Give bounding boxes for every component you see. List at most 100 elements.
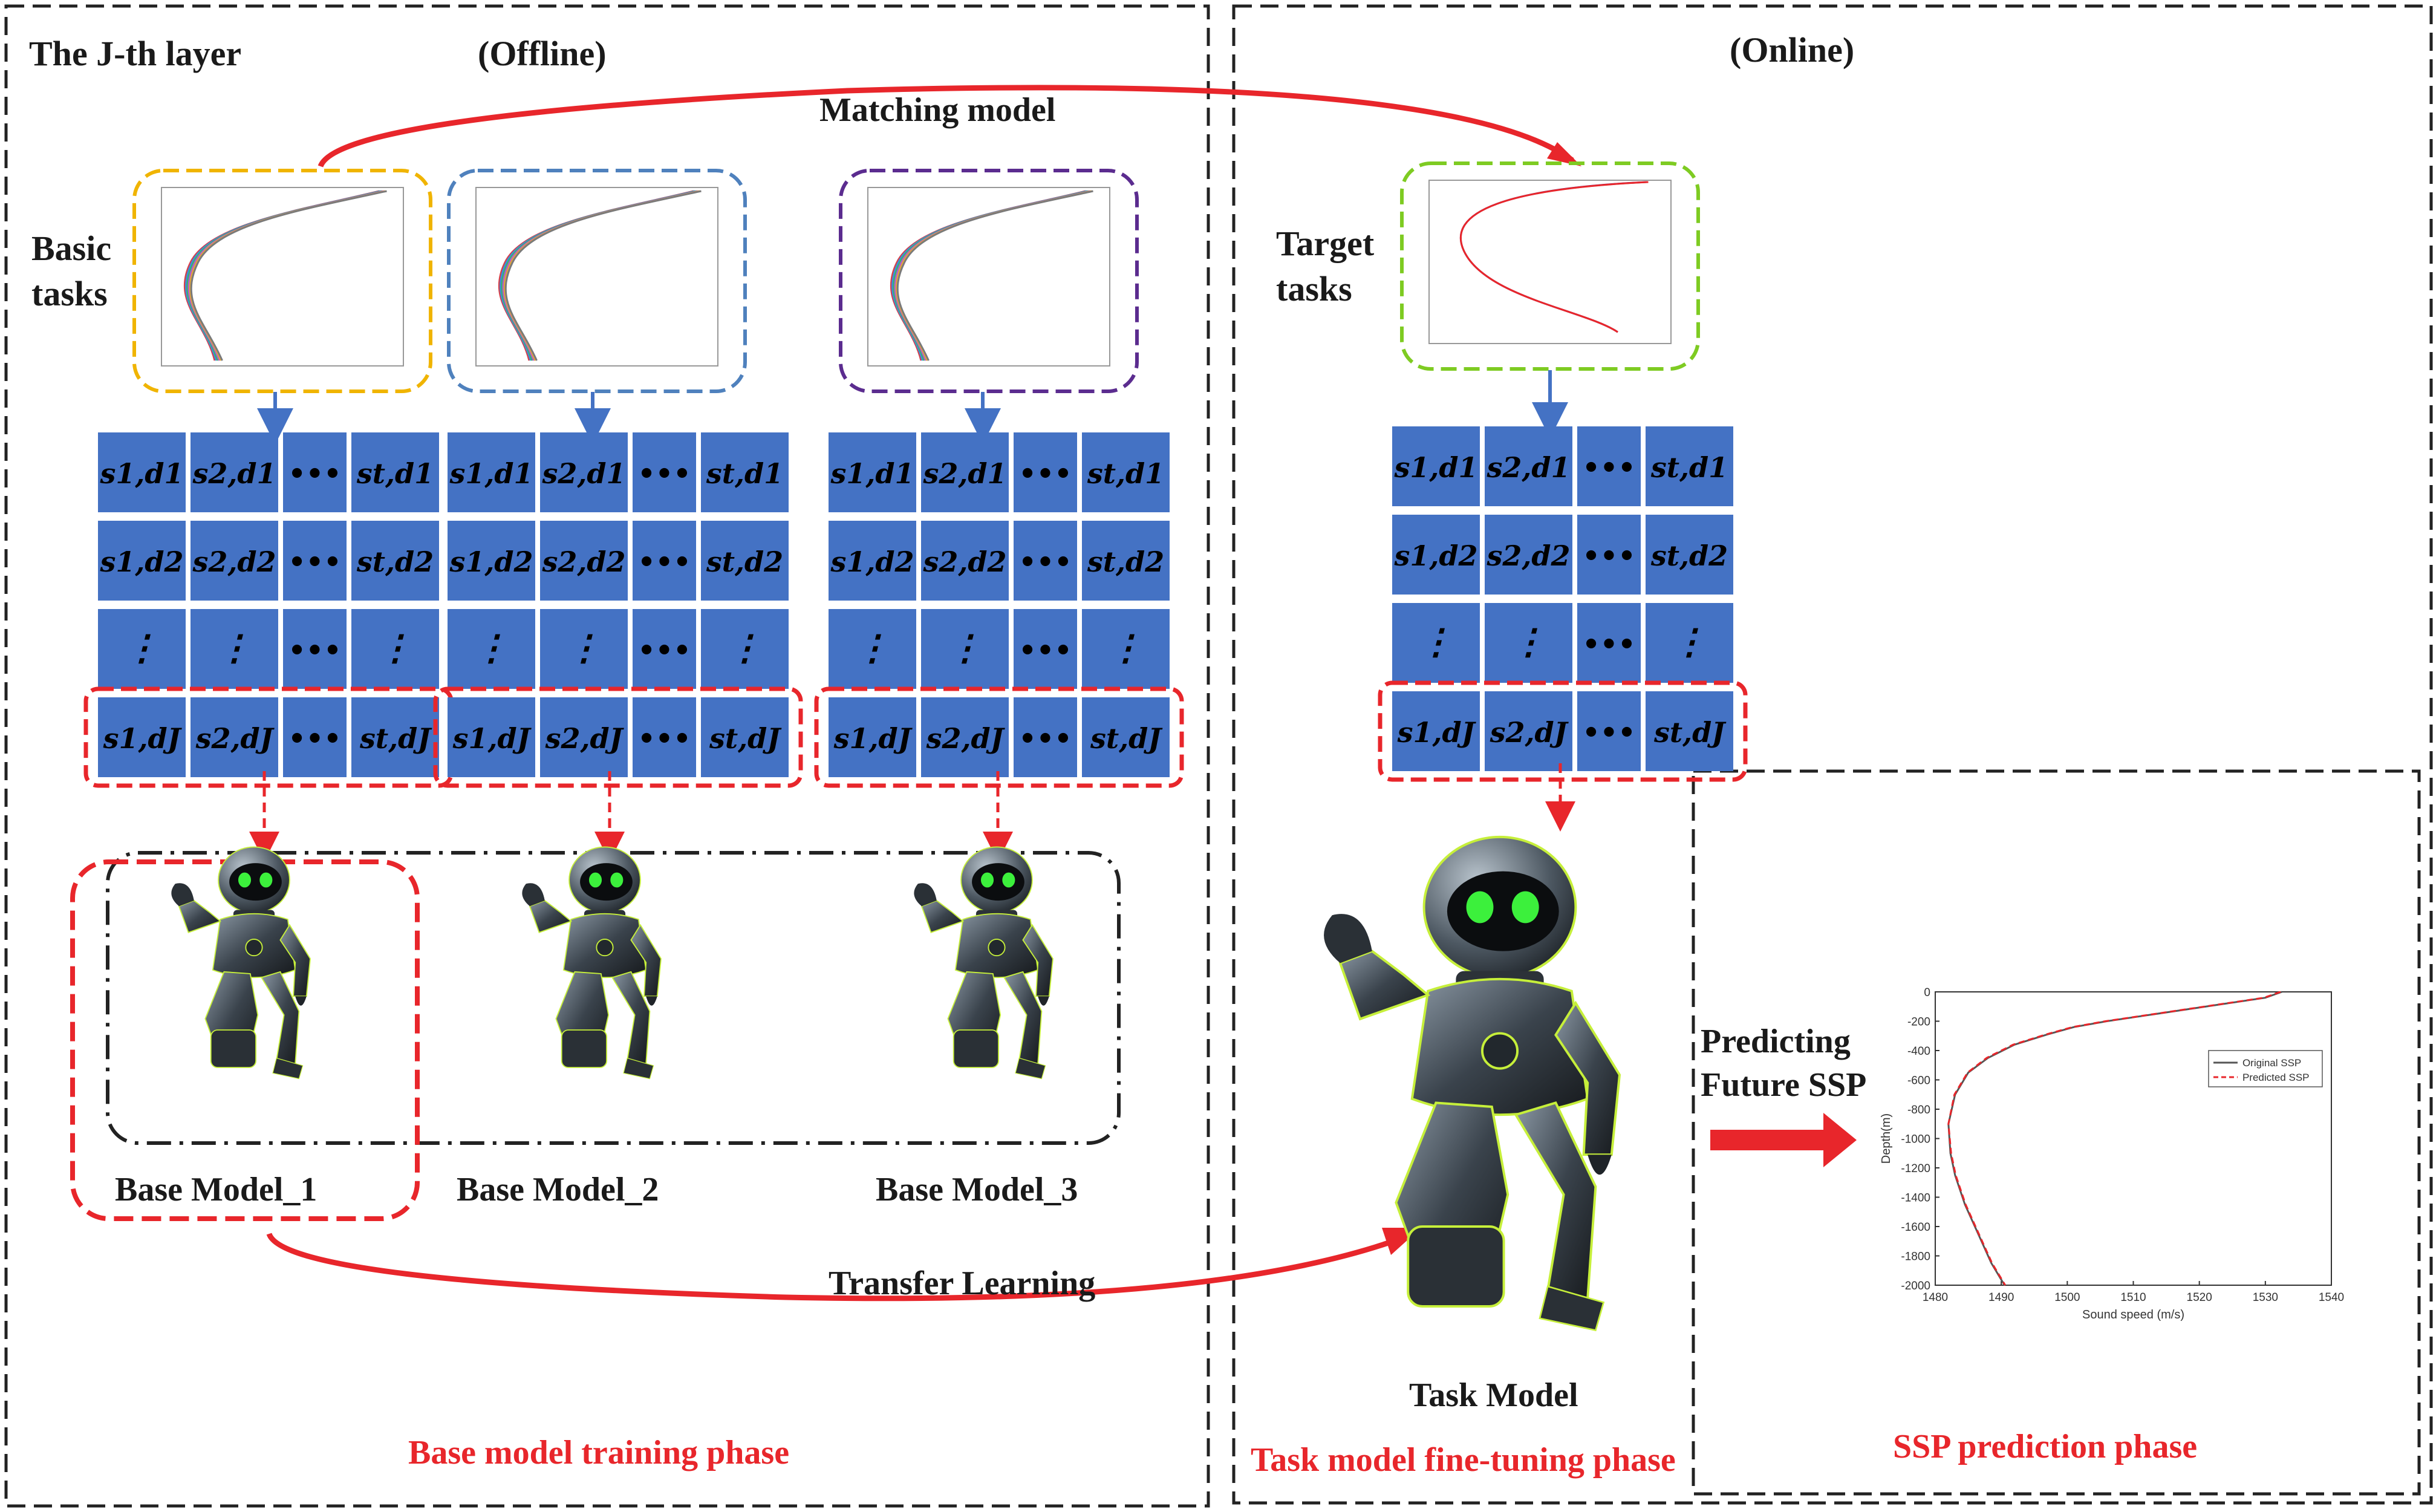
grid-cell <box>1485 515 1572 595</box>
grid-cell <box>1577 603 1641 683</box>
grid-cell <box>633 697 696 777</box>
grid-cell-label: s1,d2 <box>449 546 533 578</box>
grid-cell <box>701 432 789 512</box>
grid-cell-label: st,d1 <box>356 457 434 490</box>
base-training-phase-label: Base model training phase <box>408 1434 789 1471</box>
grid-cell-label: ••• <box>1018 546 1072 578</box>
grid-cell-label: ••• <box>1582 716 1635 749</box>
online-panel <box>1232 4 2433 1505</box>
grid-cell-label: s1,d1 <box>449 457 533 490</box>
legend-label: Original SSP <box>2242 1057 2301 1069</box>
matching-model-arrow <box>318 85 1574 168</box>
chart-legend <box>2208 1050 2323 1087</box>
grid-cell <box>701 521 789 601</box>
grid-cell <box>633 432 696 512</box>
grid-cell-label: s2,d2 <box>922 546 1006 578</box>
grid-cell <box>191 697 278 777</box>
grid-cell-label: s2,dJ <box>195 722 275 755</box>
y-tick-label: -400 <box>1907 1045 1930 1058</box>
grid-cell-label: ⋮ <box>378 627 413 668</box>
grid-cell <box>1082 432 1170 512</box>
base-model-group-frame <box>106 851 1121 1145</box>
grid-cell <box>701 697 789 777</box>
target-tasks-label-2: tasks <box>1276 269 1352 308</box>
grid-cell-label: ••• <box>1018 457 1072 490</box>
predict-arrow <box>1710 1113 1857 1167</box>
basic-task-1-thumbnail <box>132 169 432 393</box>
grid-cell <box>351 521 439 601</box>
grid-cell <box>351 697 439 777</box>
predicting-label-1: Predicting <box>1701 1023 1851 1060</box>
online-label: (Online) <box>1730 30 1854 70</box>
grid-cell-label: st,d1 <box>1087 457 1164 490</box>
grid-cell-label: ⋮ <box>1672 621 1707 662</box>
grid-cell-label: ⋮ <box>217 627 252 668</box>
grid-cell <box>633 609 696 689</box>
y-tick-label: -1200 <box>1901 1162 1930 1175</box>
offline-label: (Offline) <box>478 34 607 73</box>
grid-cell <box>98 609 186 689</box>
grid-cell <box>1392 691 1480 771</box>
grid-cell <box>633 521 696 601</box>
base-model-2-label: Base Model_2 <box>457 1171 659 1208</box>
grid-cell-label: s1,d1 <box>99 457 183 490</box>
matching-model-label: Matching model <box>819 91 1055 129</box>
y-tick-label: -1400 <box>1901 1192 1930 1205</box>
legend-label: Predicted SSP <box>2242 1072 2310 1083</box>
target-task-thumbnail <box>1400 161 1700 371</box>
grid-cell <box>98 432 186 512</box>
base-model-3-label: Base Model_3 <box>876 1171 1078 1208</box>
grid-cell <box>1646 603 1733 683</box>
grid-cell-label: s2,d1 <box>922 457 1006 490</box>
grid-cell <box>540 521 628 601</box>
grid-cell-label: ••• <box>637 722 691 755</box>
x-tick-label: 1520 <box>2187 1291 2212 1304</box>
grid-cell-label: s1,d2 <box>99 546 183 578</box>
basic-task-3-thumbnail <box>839 169 1139 393</box>
target-tasks-label-1: Target <box>1276 224 1375 263</box>
y-tick-label: -2000 <box>1901 1280 1930 1292</box>
grid-cell <box>1082 521 1170 601</box>
x-tick-label: 1490 <box>1988 1291 2014 1304</box>
grid-cell-label: ••• <box>1582 628 1635 660</box>
grid-cell <box>1014 697 1077 777</box>
grid-cell-label: s2,dJ <box>545 722 625 755</box>
grid-cell <box>1577 426 1641 506</box>
grid-cell-label: st,d2 <box>356 546 434 578</box>
y-tick-label: 0 <box>1924 986 1930 999</box>
grid-cell-label: ⋮ <box>1109 627 1144 668</box>
y-tick-label: -600 <box>1907 1075 1930 1087</box>
grid-cell-label: ••• <box>288 546 341 578</box>
grid-cell-label: ••• <box>288 634 341 666</box>
grid-cell <box>921 697 1009 777</box>
base-model-3-robot <box>913 846 1054 1080</box>
grid-cell-label: s1,dJ <box>103 722 183 755</box>
grid-cell-label: st,d2 <box>706 546 783 578</box>
layer-label: The J-th layer <box>29 34 241 73</box>
grid-cell-label: ••• <box>637 546 691 578</box>
base-model-1-label: Base Model_1 <box>115 1171 317 1208</box>
transfer-learning-label: Transfer Learning <box>829 1265 1095 1302</box>
grid-cell-label: ••• <box>637 457 691 490</box>
grid-cell-label: st,d1 <box>1650 451 1728 484</box>
transfer-learning-arrow <box>266 1233 1398 1302</box>
grid-cell <box>191 609 278 689</box>
grid-cell <box>1392 603 1480 683</box>
ssp-prediction-phase-label: SSP prediction phase <box>1893 1428 2197 1465</box>
grid-cell <box>283 697 347 777</box>
grid-cell <box>1014 432 1077 512</box>
grid-cell-label: ••• <box>288 722 341 755</box>
grid-cell-label: s2,d1 <box>192 457 276 490</box>
grid-cell-label: st,dJ <box>709 722 782 755</box>
grid-cell <box>283 609 347 689</box>
task-model-label: Task Model <box>1409 1377 1578 1414</box>
grid-cell <box>191 521 278 601</box>
grid-cell-label: s2,d1 <box>541 457 625 490</box>
matching-arrowhead <box>1547 142 1581 166</box>
grid-cell <box>448 521 535 601</box>
offline-panel <box>4 4 1210 1508</box>
grid-cell-label: st,dJ <box>1090 722 1163 755</box>
